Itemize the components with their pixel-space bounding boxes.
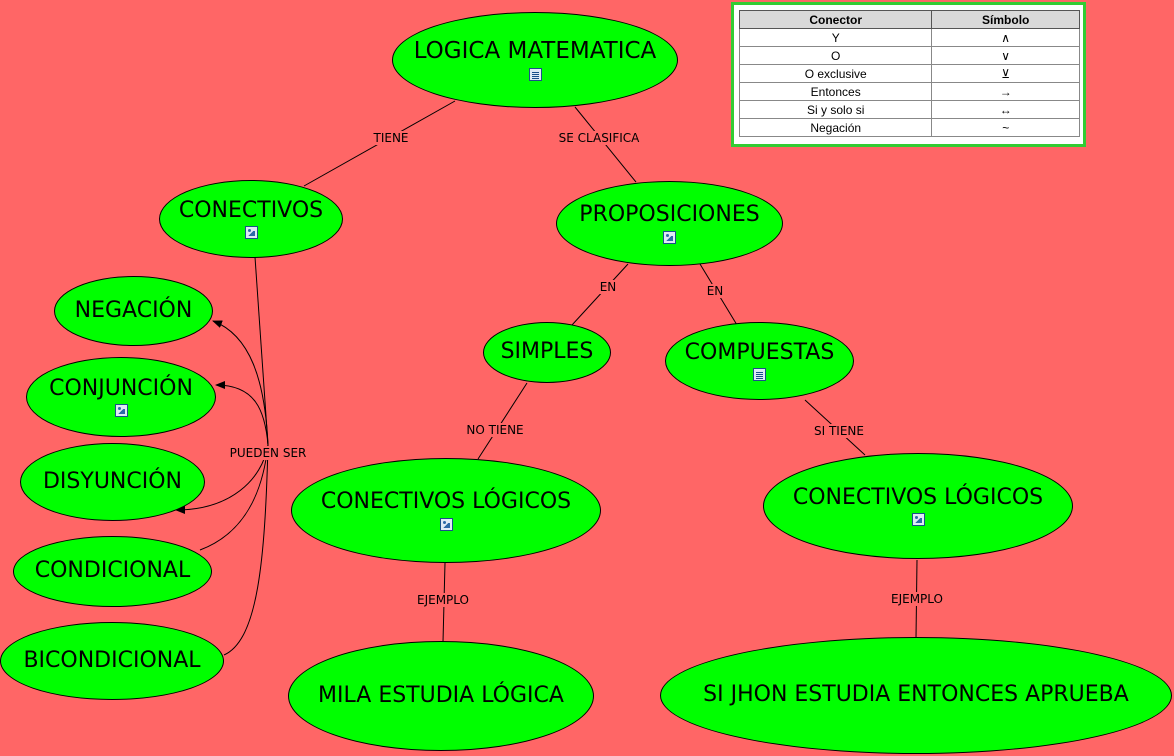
image-icon[interactable] — [439, 517, 453, 531]
node-label: CONECTIVOS — [178, 197, 324, 223]
node-conectivos[interactable]: CONECTIVOS — [159, 180, 343, 258]
connector-name: Y — [738, 28, 933, 47]
connector-symbol: ∨ — [931, 46, 1080, 65]
node-si-jhon-estudia[interactable]: SI JHON ESTUDIA ENTONCES APRUEBA — [660, 637, 1172, 754]
node-compuestas[interactable]: COMPUESTAS — [665, 322, 854, 400]
node-label: CONJUNCIÓN — [49, 375, 193, 401]
node-condicional[interactable]: CONDICIONAL — [13, 536, 212, 607]
document-icon[interactable] — [528, 67, 542, 81]
image-icon[interactable] — [244, 226, 258, 240]
node-label: PROPOSICIONES — [579, 202, 760, 228]
arrow-to-conjuncion — [215, 381, 269, 446]
connector-name: Si y solo si — [738, 100, 933, 119]
table-header-row: Conector Símbolo — [738, 10, 1080, 29]
connector-name: O exclusive — [738, 64, 933, 83]
connector-table-panel[interactable]: Conector Símbolo Y ∧ O ∨ O exclusive ⊻ — [731, 2, 1086, 147]
link-label-ejemplo: EJEMPLO — [415, 593, 471, 607]
node-label: DISYUNCIÓN — [42, 468, 182, 494]
table-row: Y ∧ — [738, 28, 1080, 47]
column-header-simbolo: Símbolo — [931, 10, 1080, 29]
link-label-ejemplo: EJEMPLO — [889, 592, 945, 606]
table-row: Si y solo si ↔ — [738, 100, 1080, 119]
node-mila-estudia-logica[interactable]: MILA ESTUDIA LÓGICA — [288, 641, 594, 751]
line-to-bicondicional — [223, 444, 269, 656]
connector-symbol: ⊻ — [931, 64, 1080, 83]
table-row: Negación ~ — [738, 118, 1080, 137]
connector-name: Negación — [738, 118, 933, 137]
connector-symbol: ~ — [931, 118, 1080, 137]
node-conectivos-logicos-simples[interactable]: CONECTIVOS LÓGICOS — [291, 458, 601, 563]
image-icon[interactable] — [663, 230, 676, 244]
connector-name: O — [738, 46, 933, 65]
node-proposiciones[interactable]: PROPOSICIONES — [556, 181, 783, 266]
line-to-condicional — [199, 444, 269, 551]
table-row: O exclusive ⊻ — [738, 64, 1080, 83]
table-row: O ∨ — [738, 46, 1080, 65]
connector-symbol: ↔ — [931, 100, 1080, 119]
node-label: MILA ESTUDIA LÓGICA — [318, 682, 564, 708]
link-label-se-clasifica: SE CLASIFICA — [556, 131, 642, 145]
node-label: BICONDICIONAL — [23, 647, 201, 673]
link-label-no-tiene: NO TIENE — [464, 423, 526, 437]
image-icon[interactable] — [911, 513, 925, 527]
node-label: LOGICA MATEMATICA — [413, 38, 657, 65]
node-label: CONDICIONAL — [34, 558, 191, 584]
node-label: SIMPLES — [500, 339, 594, 365]
node-logica-matematica[interactable]: LOGICA MATEMATICA — [392, 12, 678, 108]
node-bicondicional[interactable]: BICONDICIONAL — [0, 622, 224, 700]
node-label: COMPUESTAS — [684, 339, 835, 365]
link-line-no-tiene — [477, 382, 528, 460]
column-header-conector: Conector — [738, 10, 933, 29]
document-icon[interactable] — [753, 368, 766, 382]
connector-symbol: ∧ — [931, 28, 1080, 47]
connector-name: Entonces — [738, 82, 933, 101]
node-label: SI JHON ESTUDIA ENTONCES APRUEBA — [703, 682, 1129, 708]
link-label-en: EN — [597, 280, 619, 294]
node-disyuncion[interactable]: DISYUNCIÓN — [20, 443, 205, 521]
link-label-pueden-ser: PUEDEN SER — [227, 446, 309, 460]
node-label: NEGACIÓN — [74, 297, 193, 323]
node-simples[interactable]: SIMPLES — [483, 322, 611, 383]
connector-symbol: → — [931, 82, 1080, 101]
link-label-tiene: TIENE — [371, 131, 411, 145]
arrow-to-negacion — [212, 320, 269, 446]
node-conjuncion[interactable]: CONJUNCIÓN — [26, 357, 216, 437]
link-label-en: EN — [704, 284, 726, 298]
connector-table: Conector Símbolo Y ∧ O ∨ O exclusive ⊻ — [738, 10, 1080, 137]
node-conectivos-logicos-compuestas[interactable]: CONECTIVOS LÓGICOS — [763, 453, 1073, 559]
table-row: Entonces → — [738, 82, 1080, 101]
node-label: CONECTIVOS LÓGICOS — [320, 489, 572, 515]
node-label: CONECTIVOS LÓGICOS — [792, 484, 1044, 510]
node-negacion[interactable]: NEGACIÓN — [54, 276, 213, 346]
image-icon[interactable] — [114, 404, 128, 418]
link-line-en-simples — [571, 263, 629, 326]
link-label-si-tiene: SI TIENE — [812, 424, 866, 438]
